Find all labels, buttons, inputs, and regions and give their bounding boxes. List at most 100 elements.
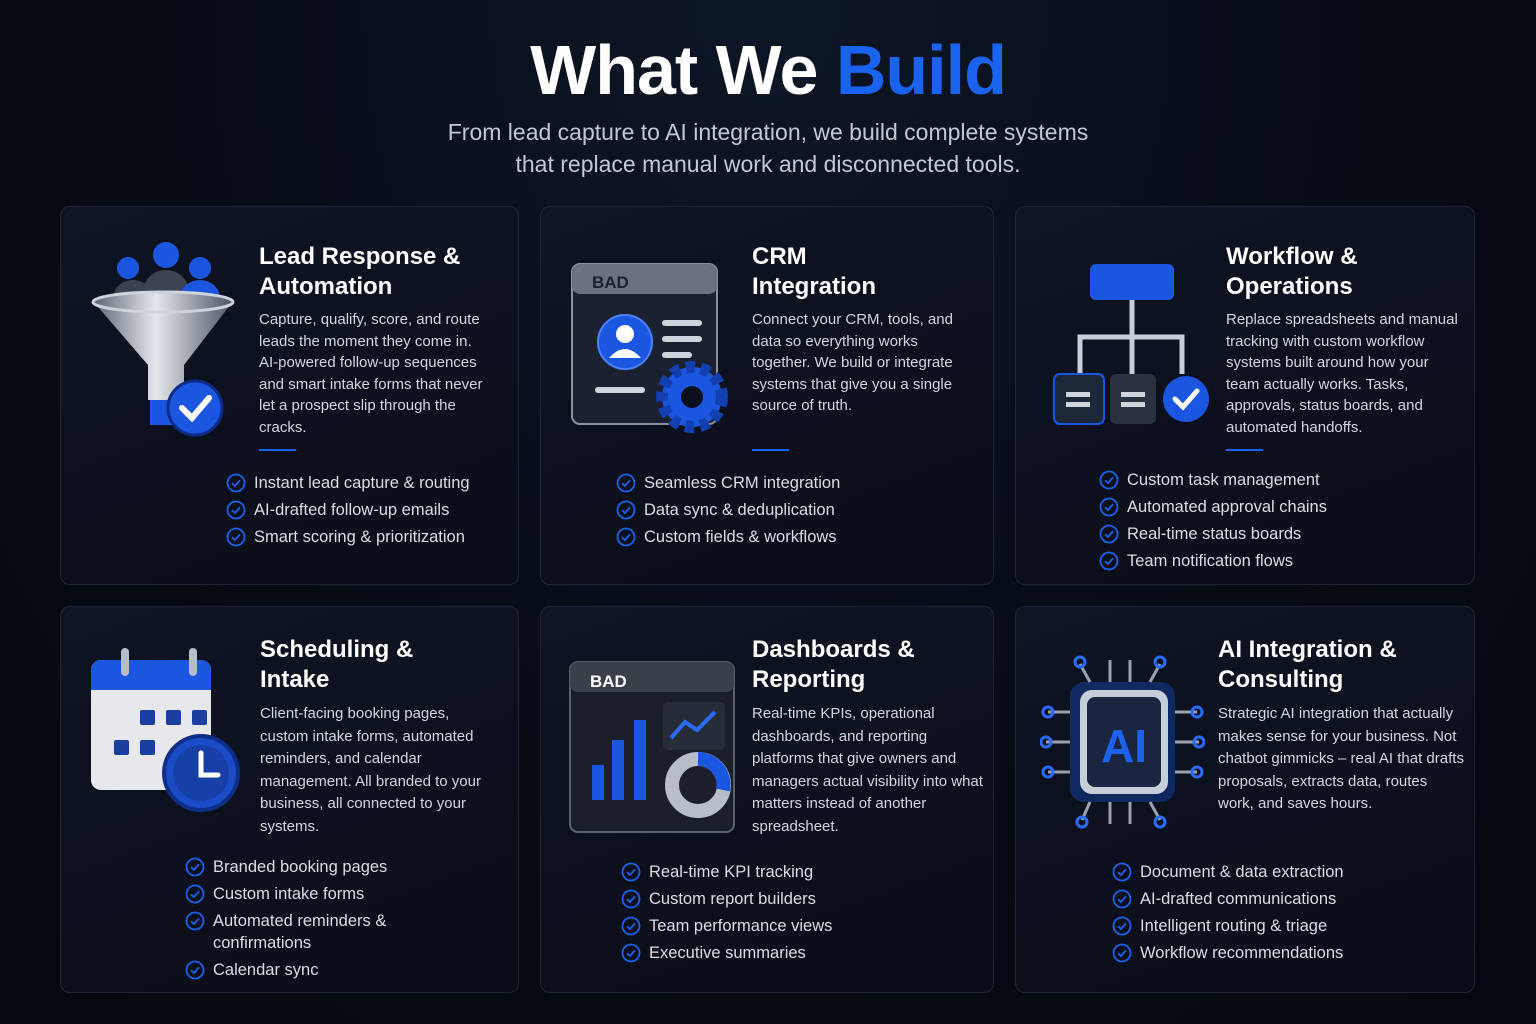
- check-circle-icon: [616, 500, 636, 520]
- check-circle-icon: [1099, 470, 1119, 490]
- ai-chip-label: AI: [1101, 720, 1147, 772]
- check-circle-icon: [226, 473, 246, 493]
- feature-list: Real-time KPI tracking Custom report bui…: [621, 861, 832, 969]
- feature-text: AI-drafted follow-up emails: [254, 501, 450, 519]
- feature-text: Team performance views: [649, 917, 833, 935]
- card-ai-integration: [1015, 606, 1475, 993]
- feature-text: Document & data extraction: [1140, 863, 1344, 881]
- feature-item: Calendar sync: [185, 959, 425, 981]
- check-circle-icon: [226, 527, 246, 547]
- feature-item: AI-drafted communications: [1112, 888, 1344, 910]
- workflow-icon: [1053, 264, 1209, 425]
- feature-text: Real-time KPI tracking: [649, 863, 814, 881]
- check-circle-icon: [185, 960, 205, 980]
- feature-item: Real-time KPI tracking: [621, 861, 832, 883]
- funnel-icon: [91, 242, 235, 437]
- feature-text: Custom fields & workflows: [644, 528, 837, 546]
- subtitle-line-2: that replace manual work and disconnecte…: [515, 151, 1021, 177]
- feature-item: Custom task management: [1099, 469, 1327, 491]
- feature-item: Seamless CRM integration: [616, 472, 840, 494]
- feature-text: Executive summaries: [649, 944, 806, 962]
- check-circle-icon: [616, 473, 636, 493]
- feature-item: Workflow recommendations: [1112, 942, 1344, 964]
- check-circle-icon: [1112, 943, 1132, 963]
- feature-list: Custom task management Automated approva…: [1099, 469, 1327, 577]
- card-title: AI Integration & Consulting: [1218, 636, 1397, 693]
- feature-list: Seamless CRM integration Data sync & ded…: [616, 472, 840, 553]
- calendar-icon: [91, 648, 240, 812]
- check-circle-icon: [1099, 524, 1119, 544]
- card-description: Client-facing booking pages, custom inta…: [260, 705, 481, 835]
- card-description: Capture, qualify, score, and route leads…: [259, 311, 483, 436]
- crm-icon-label: BAD: [592, 273, 629, 292]
- subtitle-line-1: From lead capture to AI integration, we …: [447, 119, 1089, 145]
- card-title: Lead Response & Automation: [259, 243, 461, 300]
- card-title: Workflow & Operations: [1226, 243, 1358, 300]
- page-subtitle: From lead capture to AI integration, we …: [0, 116, 1536, 180]
- feature-text: Smart scoring & prioritization: [254, 528, 465, 546]
- feature-list: Branded booking pages Custom intake form…: [185, 856, 425, 986]
- feature-text: Calendar sync: [213, 961, 319, 979]
- card-title: CRM Integration: [752, 243, 876, 300]
- feature-list: Instant lead capture & routing AI-drafte…: [226, 472, 470, 553]
- ai-chip-icon: AI: [1040, 655, 1205, 829]
- feature-item: AI-drafted follow-up emails: [226, 499, 470, 521]
- feature-text: Workflow recommendations: [1140, 944, 1344, 962]
- card-description: Strategic AI integration that actually m…: [1218, 705, 1464, 812]
- divider: [259, 449, 296, 451]
- check-circle-icon: [621, 862, 641, 882]
- feature-item: Automated approval chains: [1099, 496, 1327, 518]
- feature-text: Intelligent routing & triage: [1140, 917, 1328, 935]
- check-circle-icon: [1112, 889, 1132, 909]
- feature-text: Custom task management: [1127, 471, 1320, 489]
- divider: [752, 449, 789, 451]
- card-description: Connect your CRM, tools, and data so eve…: [752, 311, 953, 414]
- dashboard-icon: BAD: [569, 661, 735, 833]
- feature-item: Executive summaries: [621, 942, 832, 964]
- feature-text: Data sync & deduplication: [644, 501, 835, 519]
- title-accent: Build: [835, 31, 1007, 109]
- card-title: Dashboards & Reporting: [752, 636, 915, 693]
- divider: [1226, 449, 1263, 451]
- feature-item: Data sync & deduplication: [616, 499, 840, 521]
- feature-list: Document & data extraction AI-drafted co…: [1112, 861, 1344, 969]
- feature-text: Custom report builders: [649, 890, 816, 908]
- check-circle-icon: [621, 943, 641, 963]
- crm-icon: BAD: [571, 263, 728, 433]
- feature-text: Real-time status boards: [1127, 525, 1302, 543]
- feature-item: Document & data extraction: [1112, 861, 1344, 883]
- feature-item: Intelligent routing & triage: [1112, 915, 1344, 937]
- feature-text: Team notification flows: [1127, 552, 1293, 570]
- card-description: Replace spreadsheets and manual tracking…: [1226, 311, 1458, 436]
- check-circle-icon: [1099, 551, 1119, 571]
- check-circle-icon: [1112, 862, 1132, 882]
- check-circle-icon: [616, 527, 636, 547]
- feature-item: Smart scoring & prioritization: [226, 526, 470, 548]
- check-circle-icon: [1112, 916, 1132, 936]
- feature-text: Custom intake forms: [213, 885, 365, 903]
- feature-text: Automated reminders & confirmations: [213, 912, 387, 952]
- feature-item: Custom intake forms: [185, 883, 425, 905]
- feature-text: Automated approval chains: [1127, 498, 1327, 516]
- title-main: What We: [530, 31, 836, 109]
- feature-item: Real-time status boards: [1099, 523, 1327, 545]
- check-circle-icon: [1099, 497, 1119, 517]
- feature-item: Team performance views: [621, 915, 832, 937]
- page-title: What We Build: [0, 30, 1536, 110]
- feature-text: Instant lead capture & routing: [254, 474, 470, 492]
- feature-text: Branded booking pages: [213, 858, 388, 876]
- feature-item: Custom report builders: [621, 888, 832, 910]
- feature-text: AI-drafted communications: [1140, 890, 1337, 908]
- check-circle-icon: [621, 889, 641, 909]
- card-description: Real-time KPIs, operational dashboards, …: [752, 705, 983, 835]
- check-circle-icon: [226, 500, 246, 520]
- feature-item: Instant lead capture & routing: [226, 472, 470, 494]
- dashboard-icon-label: BAD: [590, 672, 627, 691]
- feature-text: Seamless CRM integration: [644, 474, 841, 492]
- feature-item: Automated reminders & confirmations: [185, 910, 425, 954]
- card-title: Scheduling & Intake: [260, 636, 414, 693]
- feature-item: Custom fields & workflows: [616, 526, 840, 548]
- check-circle-icon: [621, 916, 641, 936]
- check-circle-icon: [185, 857, 205, 877]
- check-circle-icon: [185, 911, 205, 931]
